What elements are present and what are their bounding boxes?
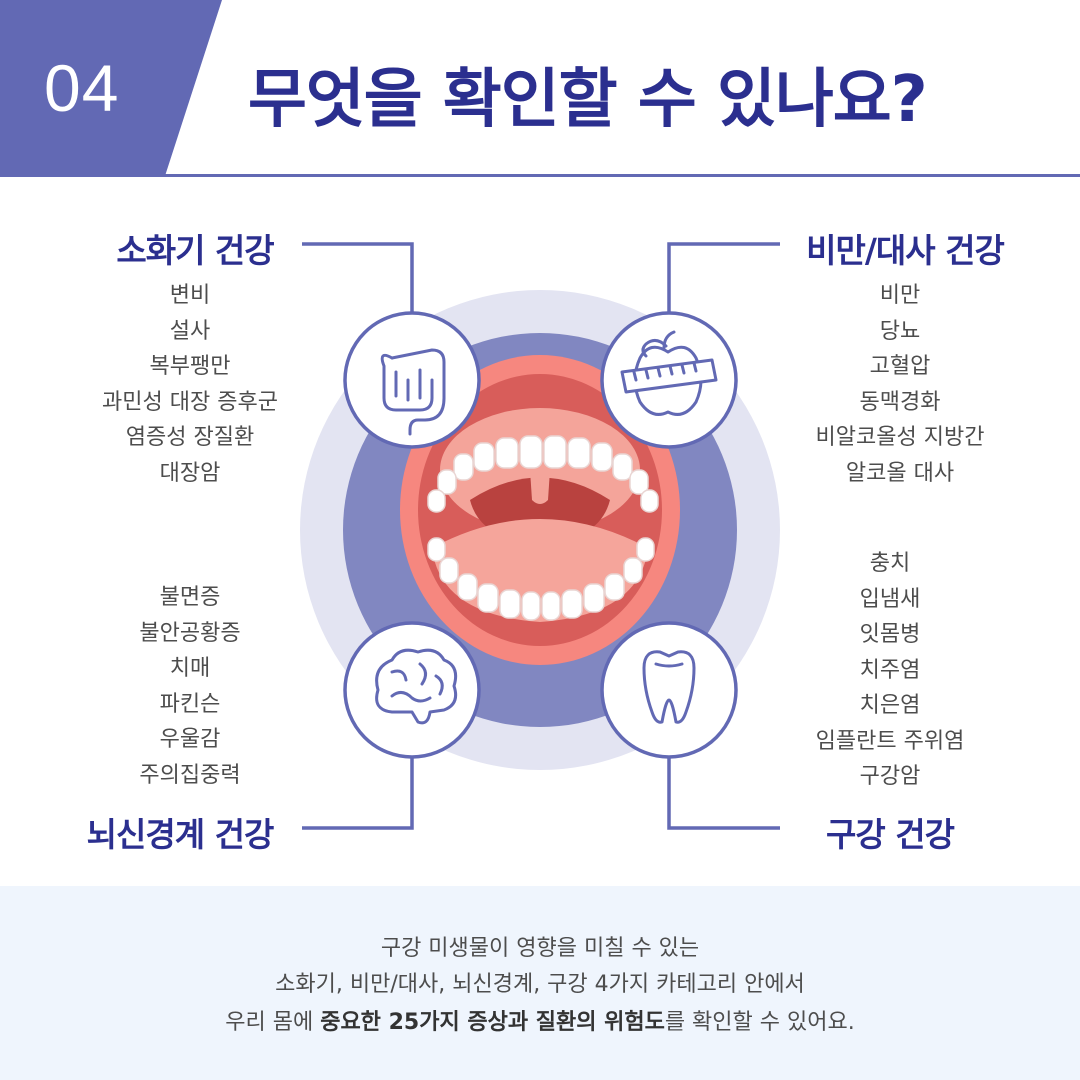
intestine-icon — [380, 348, 446, 436]
list-item: 우울감 — [159, 727, 221, 752]
list-item: 입냄새 — [859, 586, 921, 612]
list-item: 비만 — [879, 283, 921, 308]
page-title: 무엇을 확인할 수 있나요? — [248, 63, 928, 137]
metabolic-title: 비만/대사 건강 — [806, 231, 1005, 270]
list-item: 구강암 — [859, 764, 921, 789]
footer-line-3-post: 를 확인할 수 있어요. — [664, 1010, 855, 1035]
list-item: 변비 — [169, 283, 211, 308]
apple-measuring-tape-icon — [620, 330, 718, 416]
list-item: 당뇨 — [879, 318, 921, 344]
brain-icon — [375, 648, 458, 725]
list-item: 설사 — [169, 318, 211, 344]
footer-line-1: 구강 미생물이 영향을 미칠 수 있는 — [380, 936, 700, 961]
header-background — [0, 0, 1080, 177]
header: 04 무엇을 확인할 수 있나요? — [0, 0, 1080, 178]
intestine-icon-circle — [343, 311, 481, 449]
list-item: 치주염 — [859, 657, 921, 683]
list-item: 불면증 — [159, 585, 221, 610]
list-item: 충치 — [869, 551, 911, 576]
list-item: 복부팽만 — [149, 354, 231, 379]
list-item: 동맥경화 — [859, 389, 941, 415]
lower-teeth — [427, 537, 655, 621]
open-mouth-illustration — [400, 355, 680, 665]
footer-line-3: 우리 몸에 중요한 25가지 증상과 질환의 위험도를 확인할 수 있어요. — [0, 1004, 1080, 1036]
list-item: 치매 — [169, 656, 211, 681]
list-item: 염증성 장질환 — [125, 425, 255, 450]
list-item: 불안공황증 — [139, 620, 241, 646]
connector-lines — [302, 242, 780, 830]
list-item: 주의집중력 — [139, 762, 241, 788]
brain-icon-circle — [343, 621, 481, 759]
tooth-icon-circle — [600, 621, 738, 759]
list-item: 알코올 대사 — [845, 460, 955, 486]
footer-highlight: 중요한 25가지 증상과 질환의 위험도 — [320, 1010, 665, 1035]
footer-line-3-pre: 우리 몸에 — [225, 1010, 321, 1035]
footer-line-2: 소화기, 비만/대사, 뇌신경계, 구강 4가지 카테고리 안에서 — [275, 972, 805, 997]
list-item: 비알코올성 지방간 — [815, 425, 985, 450]
list-item: 파킨슨 — [159, 691, 221, 717]
list-item: 임플란트 주위염 — [815, 728, 965, 754]
list-item: 치은염 — [859, 693, 921, 718]
uvula — [530, 462, 550, 504]
apple-measuring-tape-icon-circle — [600, 311, 738, 449]
list-item: 잇몸병 — [859, 622, 921, 647]
digestive-list: 변비 설사 복부팽만 과민성 대장 증후군 염증성 장질환 대장암 — [70, 278, 310, 491]
digestive-title: 소화기 건강 — [116, 231, 274, 270]
tooth-icon — [642, 650, 696, 724]
metabolic-list: 비만 당뇨 고혈압 동맥경화 비알코올성 지방간 알코올 대사 — [780, 278, 1020, 491]
section-number: 04 — [44, 51, 120, 125]
oral-list: 충치 입냄새 잇몸병 치주염 치은염 임플란트 주위염 구강암 — [770, 546, 1010, 795]
list-item: 대장암 — [159, 460, 221, 486]
list-item: 과민성 대장 증후군 — [102, 389, 278, 415]
list-item: 고혈압 — [869, 354, 931, 379]
upper-teeth — [427, 435, 659, 513]
neuro-title: 뇌신경계 건강 — [86, 815, 275, 854]
oral-title: 구강 건강 — [826, 815, 955, 854]
footer-summary: 구강 미생물이 영향을 미칠 수 있는 소화기, 비만/대사, 뇌신경계, 구강… — [0, 886, 1080, 1080]
neuro-list: 불면증 불안공황증 치매 파킨슨 우울감 주의집중력 — [70, 580, 310, 793]
